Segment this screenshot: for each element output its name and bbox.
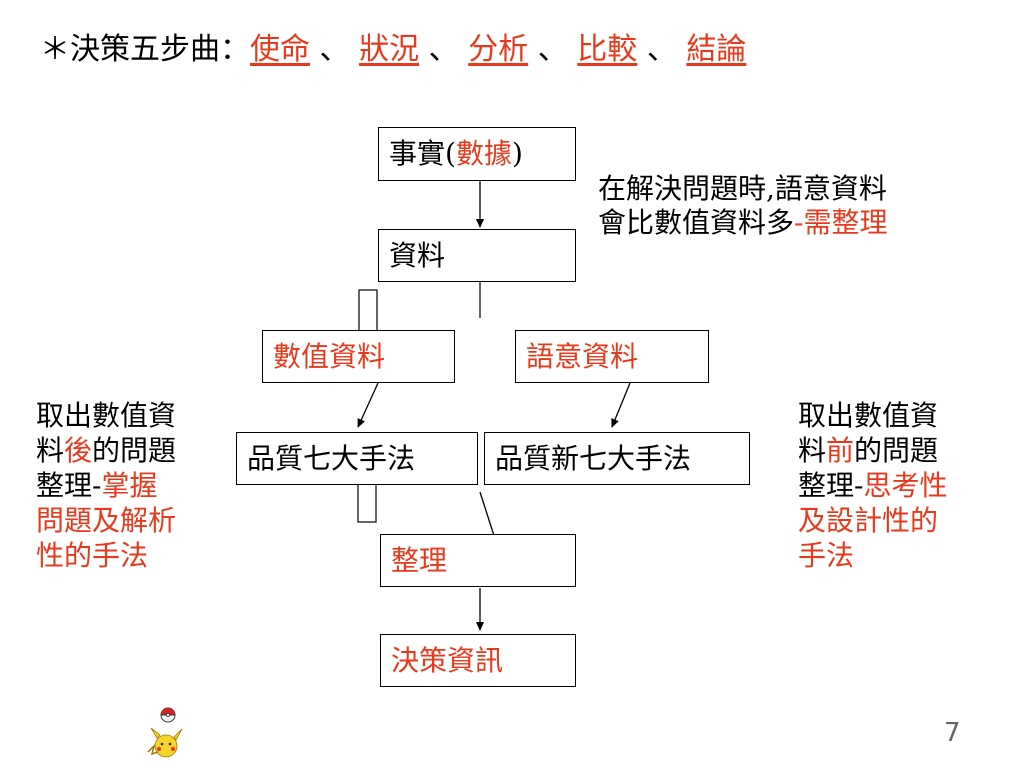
- note-right: 取出數值資 料前的問題 整理-思考性 及設計性的 手法: [798, 398, 947, 573]
- note-top-right-line1: 在解決問題時,語意資料: [598, 172, 887, 205]
- note-right-line3-black: 整理-: [798, 469, 864, 502]
- note-left-line2: 料後的問題: [36, 433, 176, 468]
- note-right-line2-red: 前: [826, 434, 855, 467]
- arrow-numeric-to-seven: [357, 382, 379, 428]
- step-mission[interactable]: 使命: [250, 32, 310, 67]
- note-right-line2-b: 的問題: [854, 434, 939, 467]
- note-right-line3-red: 思考性: [863, 469, 948, 502]
- note-right-line1: 取出數值資: [798, 399, 939, 432]
- box-organize: 整理: [380, 534, 576, 587]
- new-seven-qc-tools-label: 品質新七大手法: [495, 441, 692, 475]
- note-left-line5: 性的手法: [36, 539, 149, 572]
- note-left-line2-red: 後: [64, 434, 93, 467]
- step-situation[interactable]: 狀況: [359, 32, 420, 67]
- step-comparison[interactable]: 比較: [577, 32, 638, 67]
- step-analysis[interactable]: 分析: [468, 32, 529, 67]
- decision-info-label: 決策資訊: [391, 643, 504, 677]
- note-right-line5: 手法: [798, 539, 855, 572]
- note-left-line4: 問題及解析: [36, 504, 177, 537]
- note-right-line3: 整理-思考性: [798, 468, 947, 503]
- note-left-line3-black: 整理-: [36, 469, 102, 502]
- note-right-line4: 及設計性的: [798, 504, 939, 537]
- note-right-line2: 料前的問題: [798, 433, 947, 468]
- note-top-right-line2: 會比數值資料多-需整理: [598, 206, 887, 240]
- facts-prefix: 事實(: [389, 137, 456, 170]
- note-left-line1: 取出數值資: [36, 399, 177, 432]
- note-left-line2-a: 料: [36, 434, 65, 467]
- note-left-line3: 整理-掌握: [36, 468, 176, 503]
- seven-qc-tools-label: 品質七大手法: [247, 441, 416, 475]
- slide-title: ＊決策五步曲：使命 、 狀況 、 分析 、 比較 、 結論: [40, 30, 746, 70]
- facts-data-red: 數據: [455, 137, 512, 170]
- title-prefix: ＊決策五步曲：: [40, 32, 250, 67]
- note-top-right: 在解決問題時,語意資料 會比數值資料多-需整理: [598, 172, 887, 240]
- note-right-line2-a: 料: [798, 434, 827, 467]
- box-new-seven-qc-tools: 品質新七大手法: [484, 432, 750, 485]
- page-number: 7: [944, 718, 961, 748]
- step-conclusion[interactable]: 結論: [686, 32, 747, 67]
- box-data: 資料: [378, 229, 576, 282]
- title-separator: 、: [428, 32, 459, 67]
- organize-label: 整理: [391, 543, 448, 577]
- box-seven-qc-tools: 品質七大手法: [236, 432, 478, 485]
- note-top-right-line2-red: -需整理: [794, 206, 888, 239]
- box-facts: 事實(數據): [378, 127, 576, 181]
- facts-suffix: ): [511, 137, 523, 170]
- title-separator: 、: [537, 32, 568, 67]
- pikachu-pokeball-icon: [147, 707, 183, 758]
- note-left-line2-b: 的問題: [92, 434, 177, 467]
- box-semantic-data: 語意資料: [515, 330, 709, 383]
- semantic-data-label: 語意資料: [526, 339, 639, 373]
- title-separator: 、: [646, 32, 677, 67]
- note-left-line3-red: 掌握: [101, 469, 158, 502]
- data-label: 資料: [389, 238, 446, 272]
- title-separator: 、: [319, 32, 350, 67]
- arrow-semantic-to-newseven: [611, 382, 631, 428]
- box-decision-info: 決策資訊: [380, 634, 576, 687]
- note-top-right-line2-black: 會比數值資料多: [598, 206, 795, 239]
- numeric-data-label: 數值資料: [273, 339, 386, 373]
- box-numeric-data: 數值資料: [262, 330, 455, 383]
- note-left: 取出數值資 料後的問題 整理-掌握 問題及解析 性的手法: [36, 398, 176, 573]
